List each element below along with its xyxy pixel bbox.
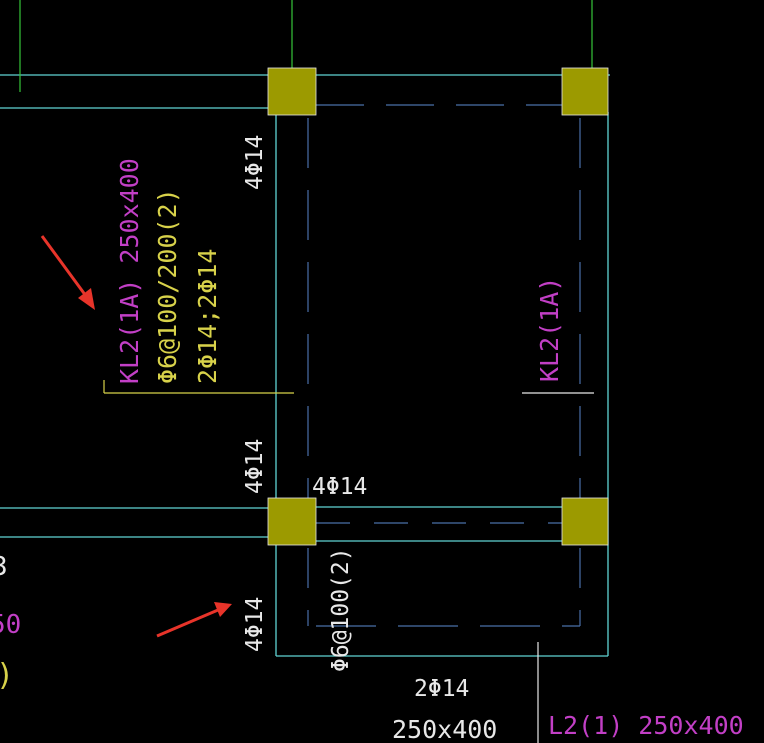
label-beam-left-name[interactable]: KL2(1A) 250x400	[115, 158, 144, 384]
column-top-right[interactable]	[561, 67, 609, 116]
beam-outlines	[0, 74, 610, 657]
label-rebar-lower[interactable]: 4Φ14	[242, 597, 268, 652]
column-bottom-left[interactable]	[267, 497, 317, 546]
label-rebar-middle[interactable]: 4Φ14	[242, 439, 268, 494]
vertical-labels: KL2(1A) 250x400 Φ6@100/200(2) 2Φ14;2Φ14 …	[115, 135, 564, 672]
label-bottom-beam[interactable]: L2(1) 250x400	[548, 711, 744, 740]
label-beam-left-rebar[interactable]: 2Φ14;2Φ14	[193, 249, 222, 384]
label-edge-fragment-2: 50	[0, 610, 21, 640]
label-beam-left-stirrup[interactable]: Φ6@100/200(2)	[153, 188, 182, 384]
label-edge-fragment-1: 3	[0, 552, 8, 582]
label-leaders	[103, 380, 594, 743]
columns	[267, 67, 609, 546]
label-rebar-horizontal[interactable]: 4Φ14	[312, 474, 367, 500]
arrow-lower-annotation	[156, 602, 232, 638]
label-bottom-rebar[interactable]: 2Φ14	[414, 676, 469, 702]
horizontal-labels: 4Φ14 2Φ14 250x400 L2(1) 250x400 3 50 )	[0, 474, 744, 743]
column-top-left[interactable]	[267, 67, 317, 116]
arrow-upper-annotation	[40, 235, 95, 310]
red-arrows	[40, 235, 232, 638]
column-bottom-right[interactable]	[561, 497, 609, 546]
label-edge-fragment-3: )	[0, 658, 14, 693]
label-beam-right-name[interactable]: KL2(1A)	[535, 277, 564, 382]
label-stirrup-vertical[interactable]: Φ6@100(2)	[328, 547, 354, 672]
label-rebar-upper[interactable]: 4Φ14	[242, 135, 268, 190]
dashed-lines	[307, 104, 581, 627]
label-bottom-size[interactable]: 250x400	[392, 715, 497, 743]
